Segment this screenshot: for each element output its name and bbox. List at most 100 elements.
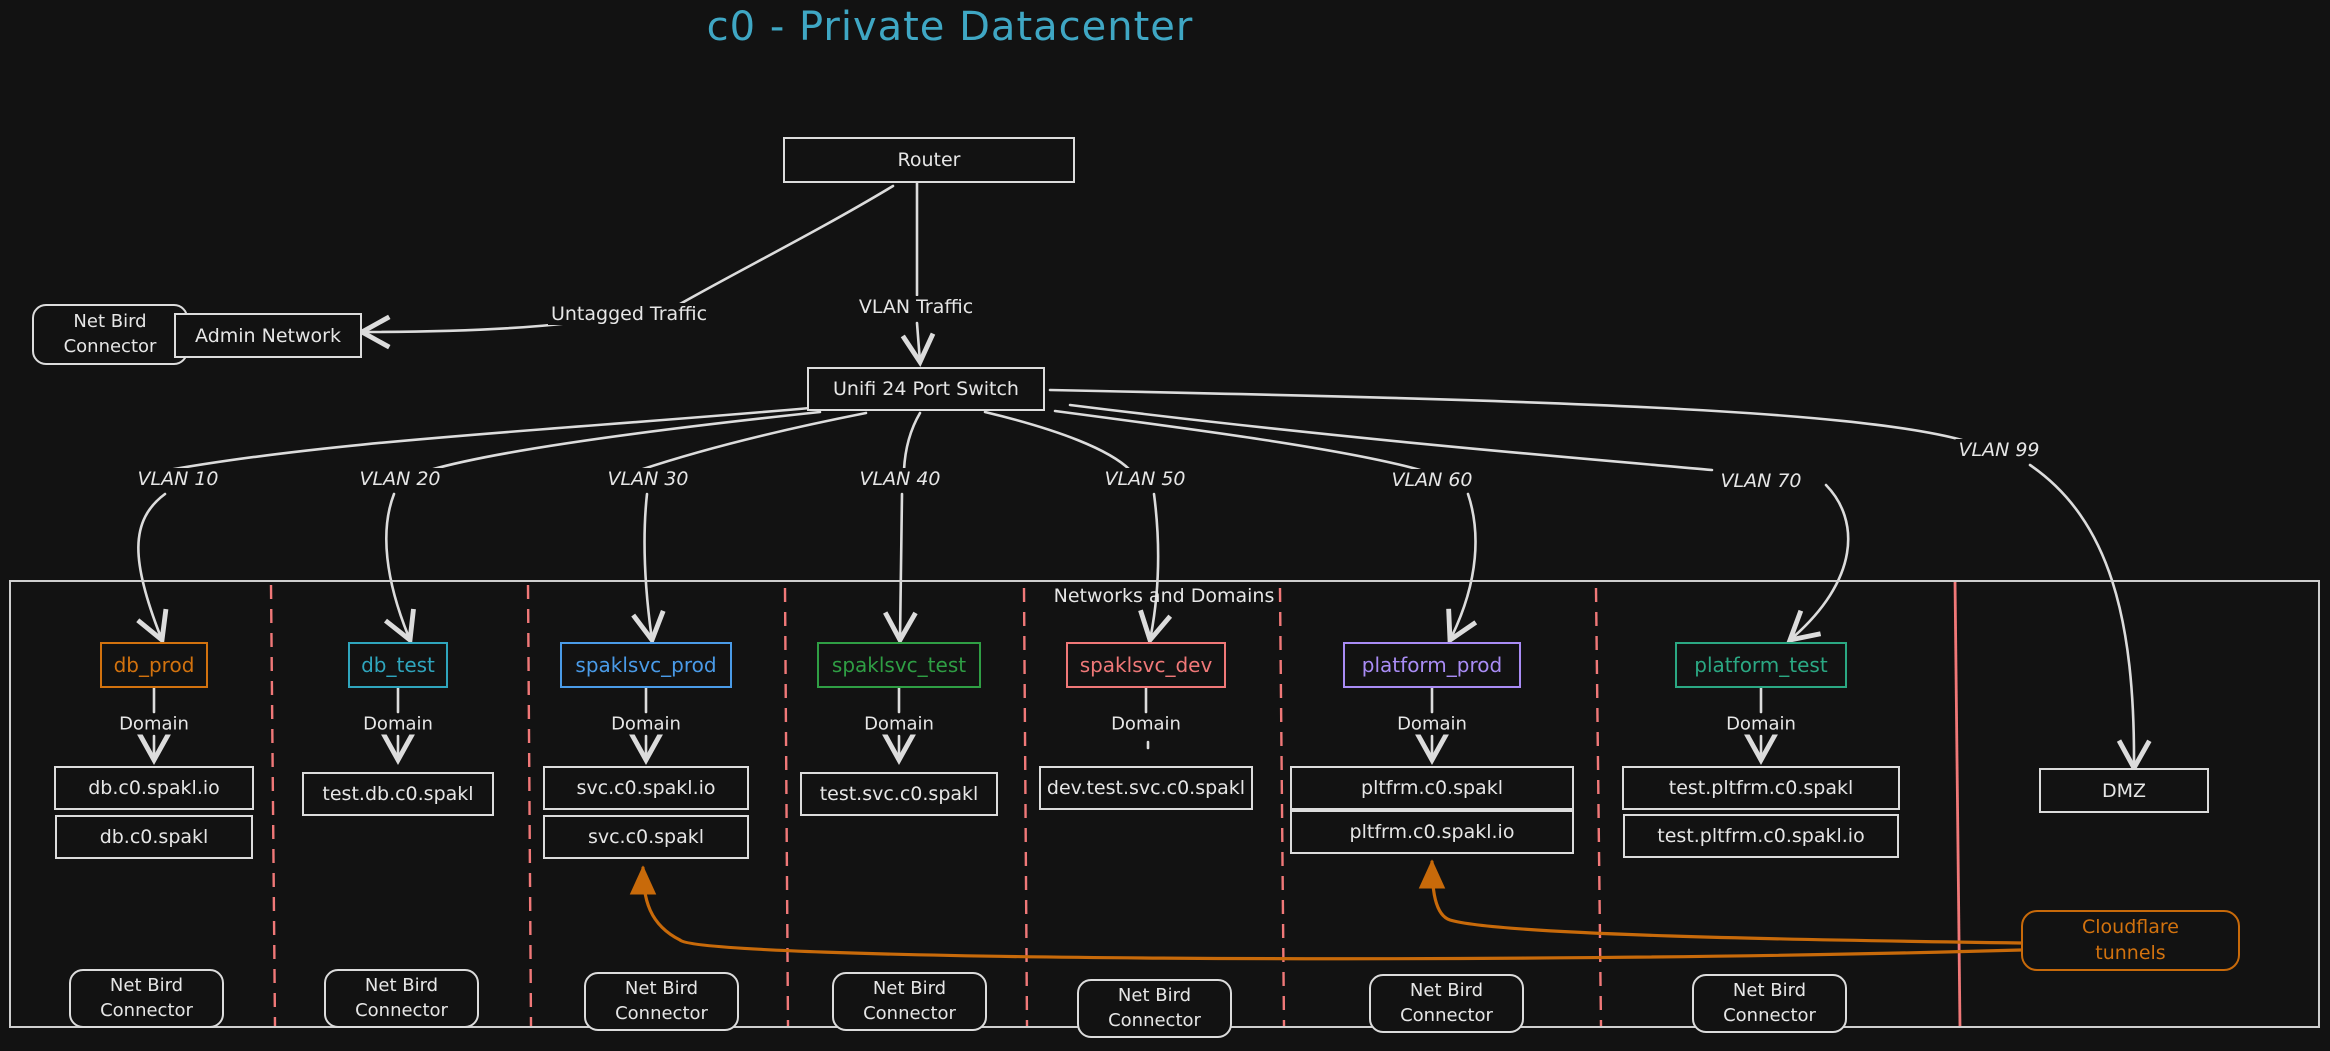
edge-untagged-2 <box>357 314 572 350</box>
edge-vlan10-net <box>136 492 169 645</box>
domain-name: dev.test.svc.c0.spakl <box>1046 777 1246 799</box>
domain-box[interactable]: test.svc.c0.spakl <box>800 772 998 816</box>
admin-network-label: Admin Network <box>195 324 341 347</box>
network-node[interactable]: db_test <box>348 642 448 688</box>
domain-label: Domain <box>116 713 192 735</box>
network-name: spaklsvc_test <box>831 653 967 677</box>
edge-switch-vlan20 <box>428 410 822 472</box>
vlan-label: VLAN 70 <box>1717 470 1805 492</box>
domain-box[interactable]: db.c0.spakl <box>55 815 253 859</box>
network-name: spaklsvc_prod <box>575 653 717 677</box>
edge-vlan50-net <box>1138 492 1173 645</box>
network-node[interactable]: platform_test <box>1675 642 1847 688</box>
domain-name: test.pltfrm.c0.spakl.io <box>1657 825 1865 847</box>
cloudflare-tunnel-edges <box>629 859 2023 961</box>
network-node[interactable]: spaklsvc_prod <box>560 642 732 688</box>
domain-box[interactable]: dev.test.svc.c0.spakl <box>1039 766 1253 810</box>
domain-box[interactable]: svc.c0.spakl <box>543 815 749 859</box>
domain-box[interactable]: pltfrm.c0.spakl.io <box>1290 810 1574 854</box>
domain-box[interactable]: db.c0.spakl.io <box>54 766 254 810</box>
domain-box[interactable]: test.pltfrm.c0.spakl <box>1622 766 1900 810</box>
edge-switch-vlan10 <box>156 406 812 474</box>
edge-switch-vlan60 <box>1053 409 1422 472</box>
connector-line1: Net Bird <box>1409 980 1484 1002</box>
router-node[interactable]: Router <box>783 137 1075 183</box>
connector-line2: Connector <box>863 1002 956 1024</box>
edge-switch-vlan70 <box>1068 403 1714 472</box>
connector-line1: Net Bird <box>1117 985 1192 1007</box>
untagged-traffic-label: Untagged Traffic <box>547 303 711 325</box>
domain-label: Domain <box>1394 713 1470 735</box>
edge-vlan-traffic-2 <box>900 321 936 367</box>
edge-vlan30-net <box>631 492 666 645</box>
connector-line2: Connector <box>615 1002 708 1024</box>
container-label: Networks and Domains <box>1053 585 1275 607</box>
vlan-traffic-label: VLAN Traffic <box>855 296 977 318</box>
vlan-label: VLAN 50 <box>1101 468 1189 490</box>
vlan-label: VLAN 20 <box>356 468 444 490</box>
network-node[interactable]: db_prod <box>100 642 208 688</box>
edge-untagged <box>678 184 895 306</box>
domain-box[interactable]: test.db.c0.spakl <box>302 772 494 816</box>
edge-vlan40-net <box>883 492 918 645</box>
edge-vlan70-net <box>1786 483 1850 644</box>
domain-label: Domain <box>1108 713 1184 735</box>
domain-box[interactable]: pltfrm.c0.spakl <box>1290 766 1574 810</box>
vlan-label: VLAN 60 <box>1388 469 1476 491</box>
connector-line1: Net Bird <box>364 975 439 997</box>
switch-label: Unifi 24 Port Switch <box>833 378 1019 400</box>
dmz-label: DMZ <box>2101 779 2147 802</box>
connector-line2: Connector <box>1723 1004 1816 1026</box>
network-name: platform_test <box>1694 653 1828 677</box>
network-name: db_prod <box>113 653 195 677</box>
edge-switch-vlan40 <box>902 411 922 472</box>
domain-name: test.pltfrm.c0.spakl <box>1668 777 1854 799</box>
edge-switch-vlan30 <box>638 411 868 472</box>
domain-name: svc.c0.spakl <box>587 826 705 848</box>
domain-box[interactable]: svc.c0.spakl.io <box>543 766 749 810</box>
domain-box[interactable]: test.pltfrm.c0.spakl.io <box>1623 814 1899 858</box>
switch-node[interactable]: Unifi 24 Port Switch <box>807 367 1045 411</box>
edge-switch-vlan99 <box>1048 388 1964 442</box>
network-node[interactable]: spaklsvc_dev <box>1066 642 1226 688</box>
cloudflare-line1: Cloudflare <box>2082 915 2179 938</box>
connector-line2: Connector <box>1108 1009 1201 1031</box>
cloudflare-tunnels-node[interactable]: Cloudflare tunnels <box>2021 910 2240 971</box>
connector-line2: Connector <box>63 335 157 357</box>
network-node[interactable]: platform_prod <box>1343 642 1521 688</box>
admin-network-node[interactable]: Admin Network <box>174 313 362 358</box>
network-name: db_test <box>361 653 435 677</box>
domain-label: Domain <box>861 713 937 735</box>
router-label: Router <box>897 149 961 171</box>
section-separators <box>269 584 1603 1027</box>
vlan-label: VLAN 99 <box>1955 439 2043 461</box>
domain-label: Domain <box>608 713 684 735</box>
network-node[interactable]: spaklsvc_test <box>817 642 981 688</box>
domain-label: Domain <box>360 713 436 735</box>
dmz-separator <box>1953 579 1962 1029</box>
connector-line2: Connector <box>100 999 193 1021</box>
connector-line2: Connector <box>355 999 448 1021</box>
edge-vlan20-net <box>383 492 416 645</box>
domain-name: db.c0.spakl <box>99 826 209 848</box>
edge-vlan60-net <box>1446 492 1478 645</box>
connector-line1: Net Bird <box>73 311 147 333</box>
dmz-node[interactable]: DMZ <box>2039 768 2209 813</box>
edge-switch-vlan50 <box>983 410 1132 472</box>
connector-line1: Net Bird <box>872 978 947 1000</box>
vlan-label: VLAN 30 <box>604 468 692 490</box>
cloudflare-line2: tunnels <box>2095 941 2166 964</box>
